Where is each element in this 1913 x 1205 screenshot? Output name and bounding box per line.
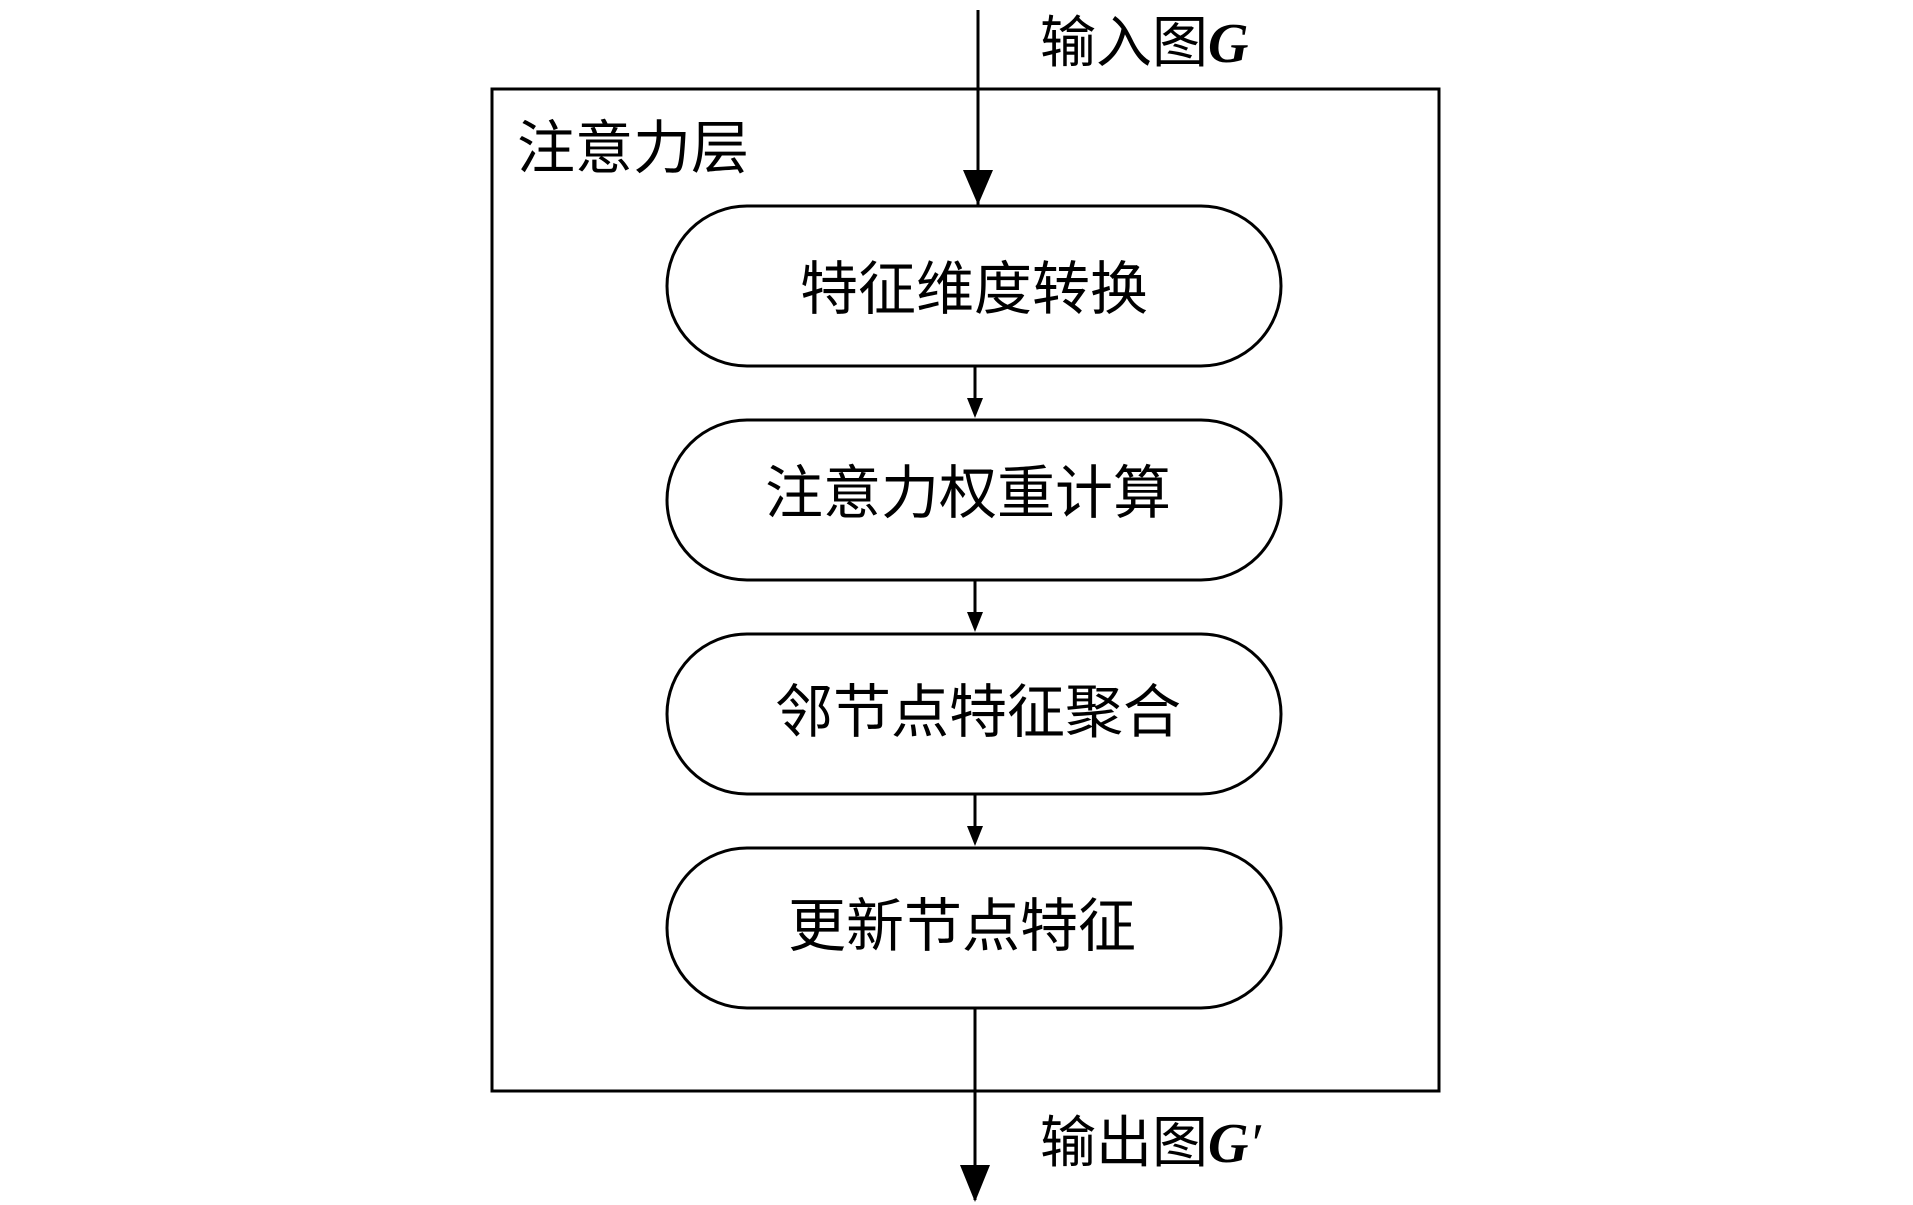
attention-layer-box — [490, 87, 1441, 1093]
output-graph-variable: G — [1208, 1113, 1248, 1175]
output-label: 输出图G′ — [1040, 1111, 1261, 1176]
input-label: 输入图G — [1040, 11, 1248, 76]
connector-arrow-head — [967, 826, 983, 846]
input-graph-variable: G — [1208, 13, 1248, 75]
step-label: 更新节点特征 — [788, 892, 1136, 960]
step-label: 邻节点特征聚合 — [775, 678, 1181, 746]
step-label: 注意力权重计算 — [765, 459, 1171, 527]
output-arrow-head — [960, 1165, 990, 1202]
input-arrow-head — [963, 170, 993, 205]
output-graph-prime: ′ — [1248, 1113, 1261, 1175]
step-label: 特征维度转换 — [800, 255, 1148, 323]
connector-arrow-head — [967, 398, 983, 418]
attention-layer-label: 注意力层 — [517, 114, 749, 182]
connector-arrow-head — [967, 612, 983, 632]
